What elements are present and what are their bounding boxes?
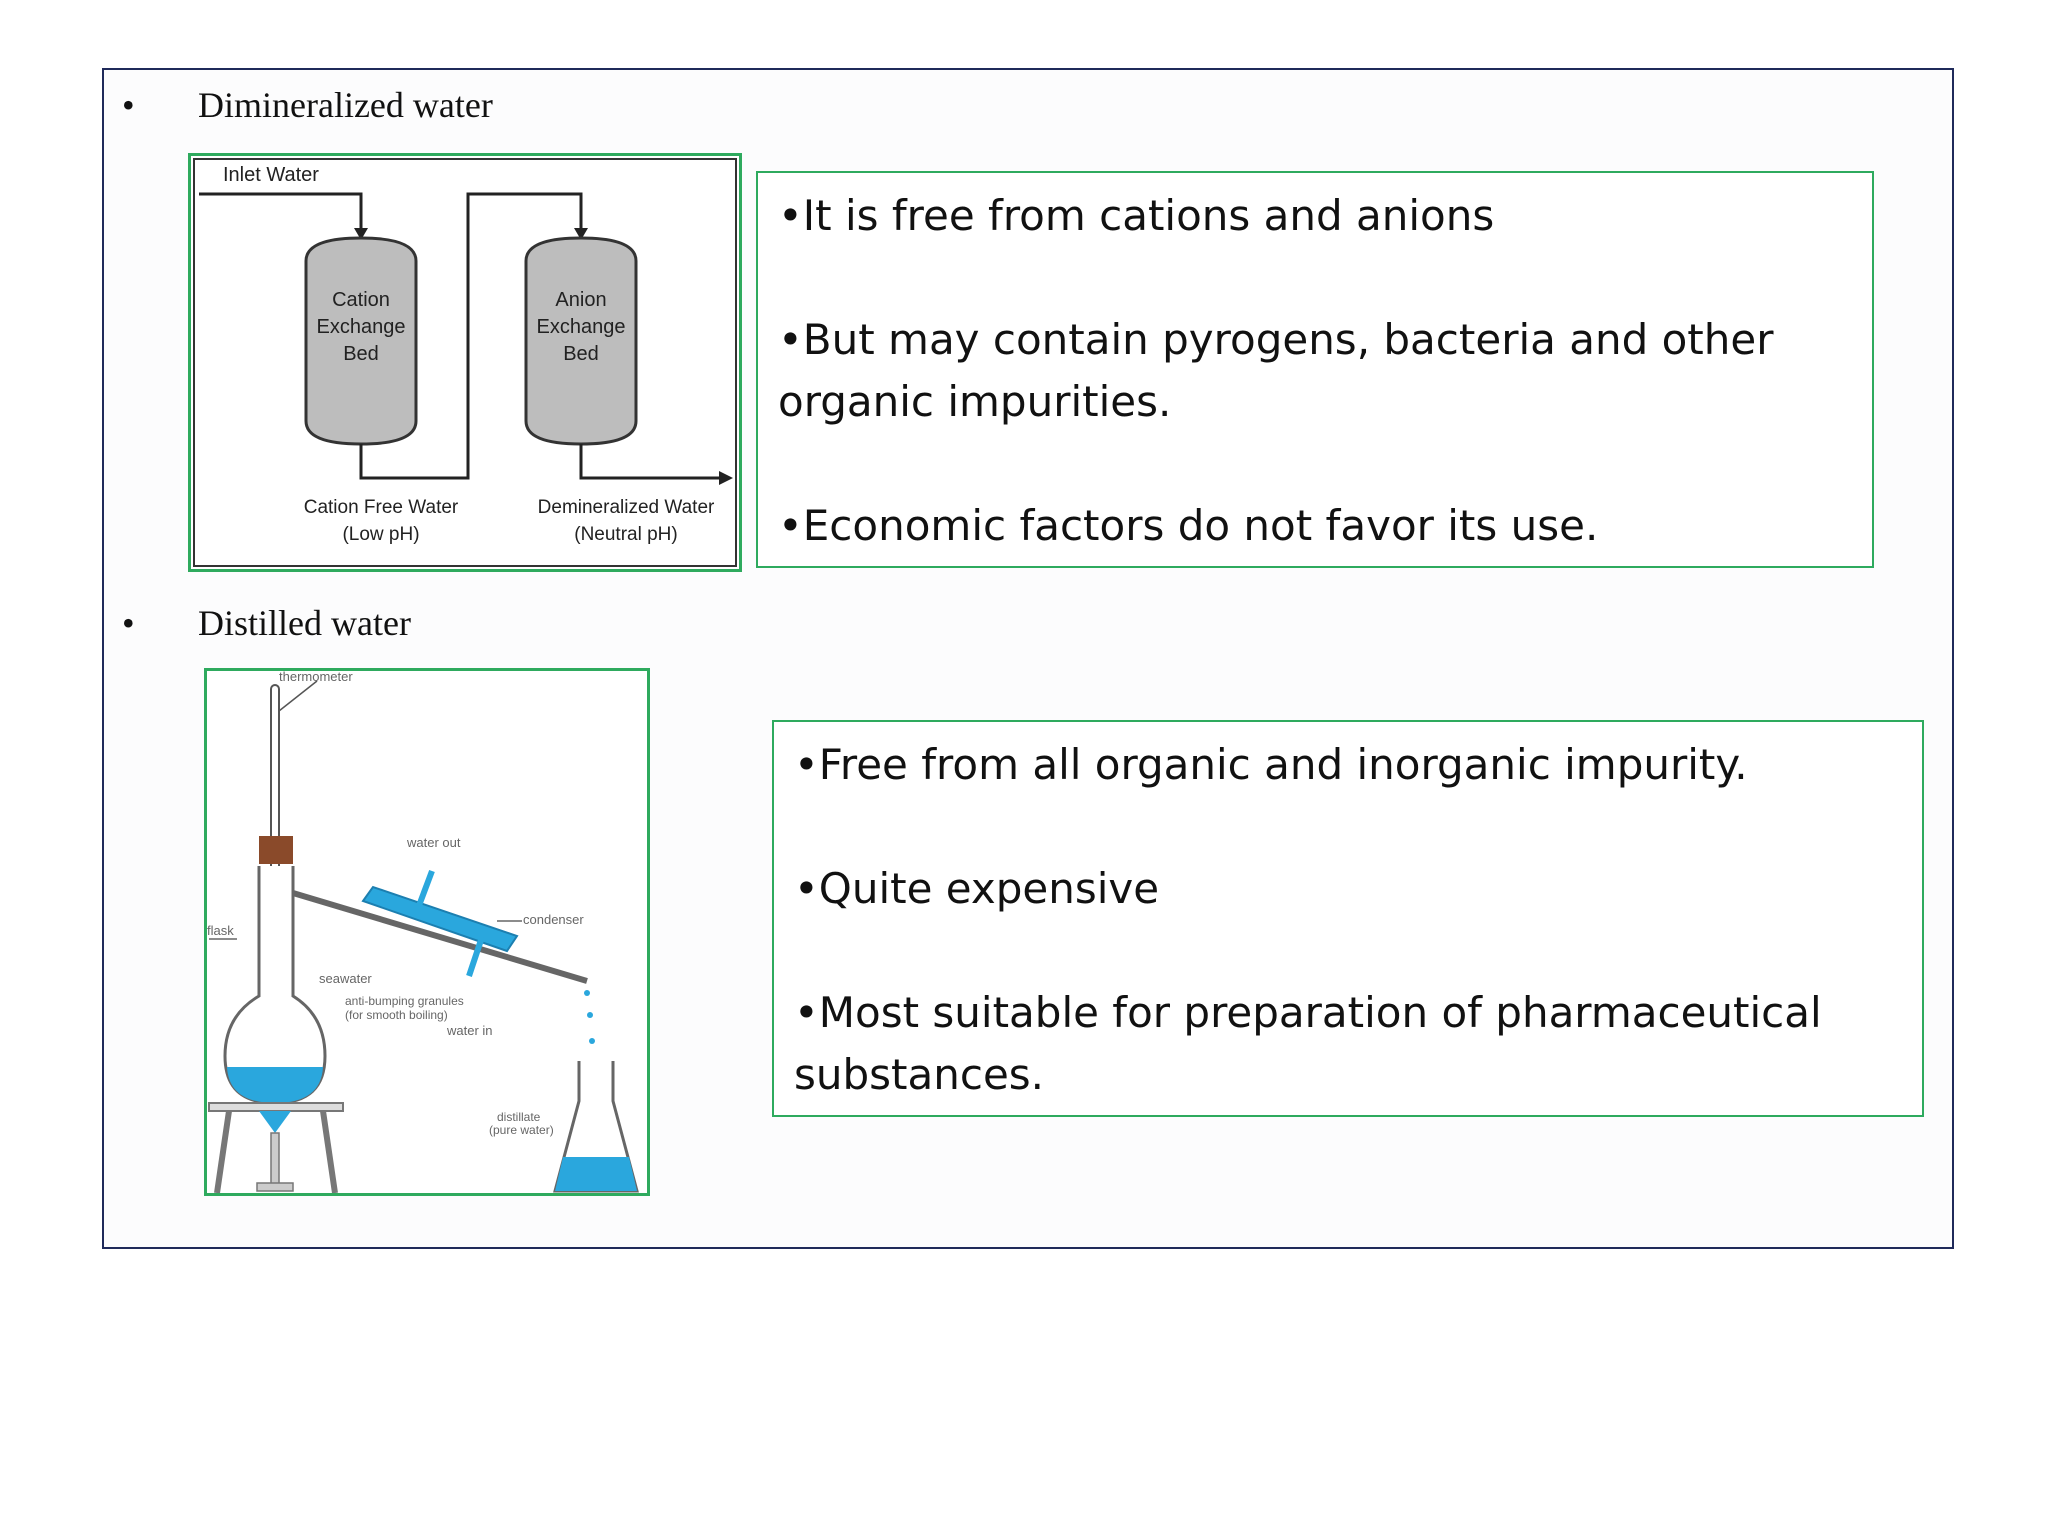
ion-exchange-diagram-svg: Inlet Water Cation Exchange Bed Anion Ex… bbox=[193, 158, 737, 567]
heading-text: Dimineralized water bbox=[198, 85, 493, 125]
pure-water-label: (pure water) bbox=[489, 1123, 554, 1137]
granules-sub-label: (for smooth boiling) bbox=[345, 1008, 448, 1022]
cation-bed-line2: Exchange bbox=[317, 316, 406, 338]
thermometer-label: thermometer bbox=[279, 671, 353, 684]
water-in-label: water in bbox=[446, 1023, 493, 1038]
demineralized-water-label: Demineralized Water bbox=[538, 497, 715, 518]
cation-bed-line3: Bed bbox=[343, 343, 379, 365]
inlet-water-label: Inlet Water bbox=[223, 164, 319, 186]
condenser-label: condenser bbox=[523, 912, 584, 927]
water-out-label: water out bbox=[406, 835, 461, 850]
rubber-stopper bbox=[259, 836, 293, 864]
neutral-ph-label: (Neutral pH) bbox=[574, 524, 677, 545]
distillation-apparatus-svg: thermometer flask seawater water out con… bbox=[207, 669, 639, 1194]
demineralized-water-properties: •It is free from cations and anions •But… bbox=[756, 171, 1874, 568]
thermometer-icon: thermometer bbox=[270, 669, 353, 906]
droplet bbox=[587, 1012, 593, 1018]
granules-label: anti-bumping granules bbox=[345, 994, 464, 1008]
anion-bed-line2: Exchange bbox=[537, 316, 626, 338]
property-item: •Economic factors do not favor its use. bbox=[778, 501, 1599, 550]
distillate-label: distillate bbox=[497, 1110, 541, 1124]
heading-text: Distilled water bbox=[198, 603, 411, 643]
distilled-water-properties: •Free from all organic and inorganic imp… bbox=[772, 720, 1924, 1117]
bullet-marker: • bbox=[122, 85, 135, 125]
tripod-stand bbox=[208, 1102, 344, 1194]
bullet-marker: • bbox=[122, 603, 135, 643]
property-item: •Quite expensive bbox=[794, 864, 1160, 913]
cation-free-water-label: Cation Free Water bbox=[304, 497, 459, 518]
distillation-diagram: thermometer flask seawater water out con… bbox=[204, 668, 650, 1196]
low-ph-label: (Low pH) bbox=[342, 524, 419, 545]
condenser: water out condenser water in bbox=[292, 835, 588, 1038]
anion-exchange-bed: Anion Exchange Bed bbox=[524, 236, 638, 446]
flask-label: flask bbox=[207, 923, 234, 938]
round-bottom-flask: flask seawater bbox=[207, 866, 372, 1105]
droplet bbox=[584, 990, 590, 996]
seawater-label: seawater bbox=[319, 971, 372, 986]
droplet bbox=[589, 1038, 595, 1044]
property-item: •But may contain pyrogens, bacteria and … bbox=[778, 315, 1774, 426]
cation-bed-line1: Cation bbox=[332, 289, 390, 311]
property-item: •Free from all organic and inorganic imp… bbox=[794, 740, 1748, 789]
property-item: •Most suitable for preparation of pharma… bbox=[794, 988, 1822, 1099]
anion-bed-line3: Bed bbox=[563, 343, 599, 365]
conical-flask: distillate (pure water) bbox=[489, 1061, 639, 1193]
cation-exchange-bed: Cation Exchange Bed bbox=[304, 236, 418, 446]
anion-bed-line1: Anion bbox=[555, 289, 606, 311]
property-item: •It is free from cations and anions bbox=[778, 191, 1495, 240]
demineralization-diagram: Inlet Water Cation Exchange Bed Anion Ex… bbox=[188, 153, 742, 572]
